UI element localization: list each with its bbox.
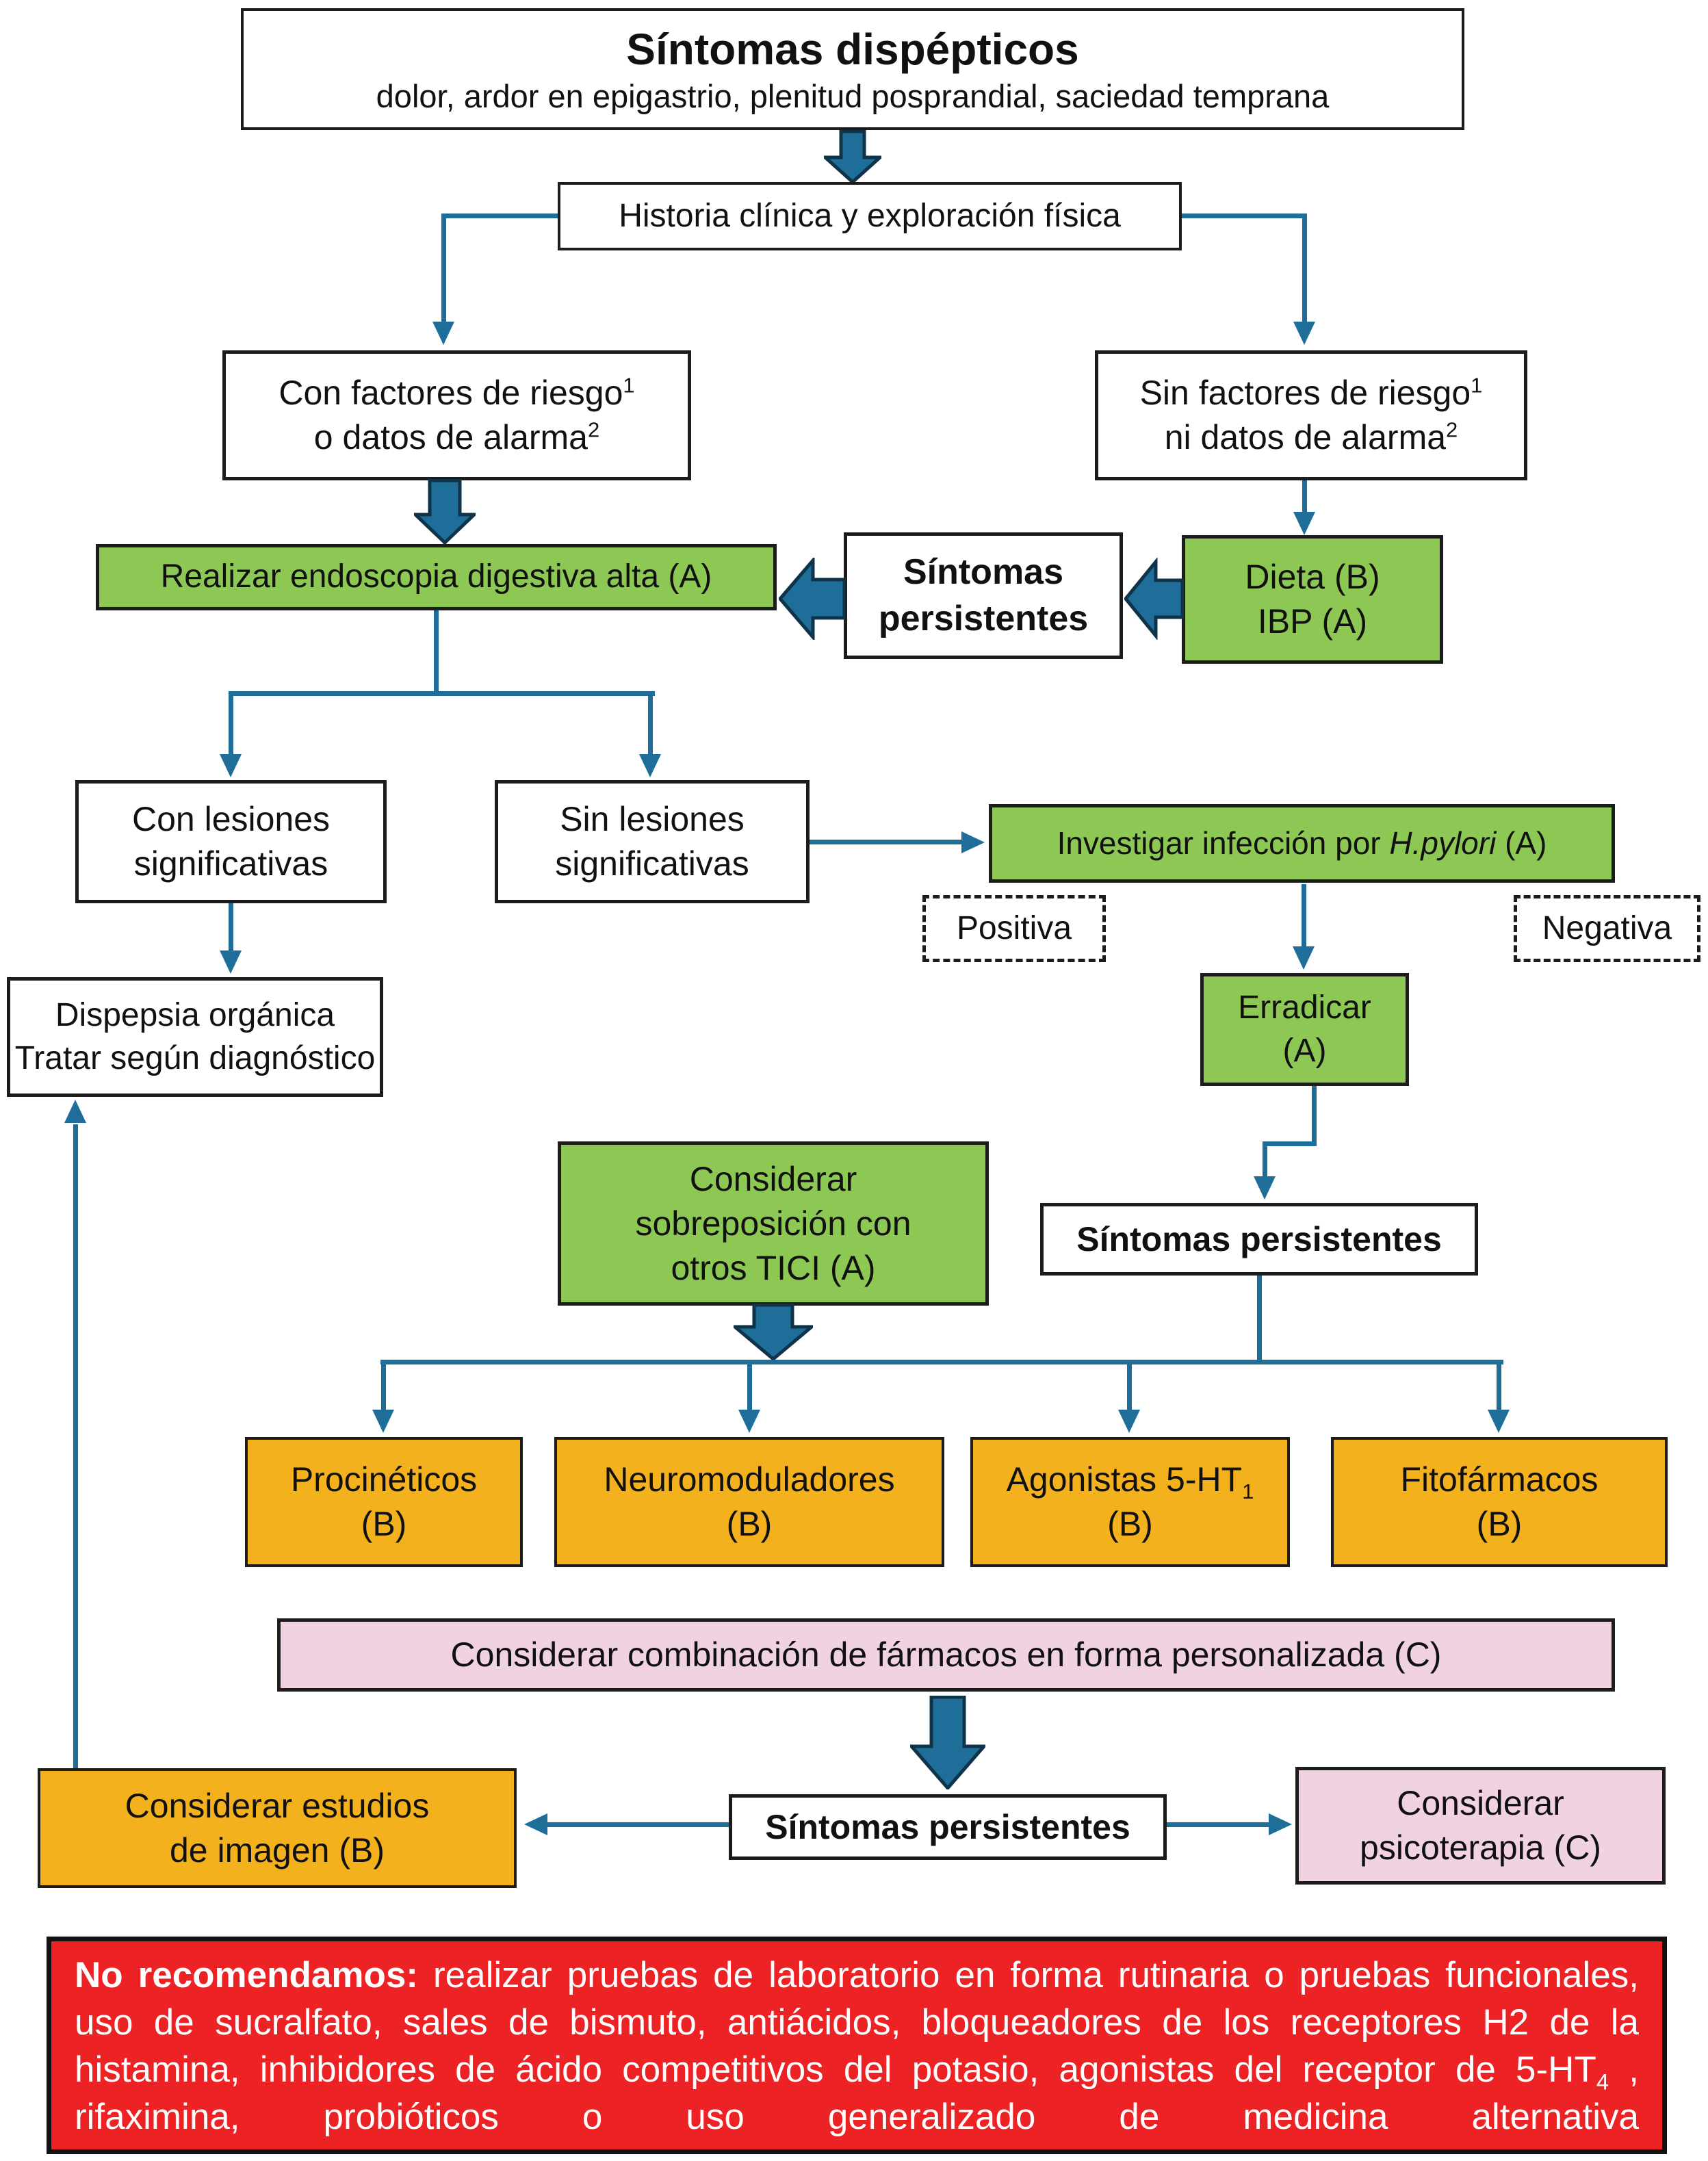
- big-arrow-down-icon: [414, 479, 476, 544]
- node-sintomas-persistentes-2: Síntomas persistentes: [1040, 1203, 1478, 1276]
- node-sobreposicion-tici: Considerar sobreposición con otros TICI …: [558, 1141, 989, 1306]
- connector-line: [1263, 1141, 1267, 1179]
- node-neuromoduladores: Neuromoduladores (B): [554, 1437, 944, 1567]
- arrowhead-down: [1488, 1410, 1510, 1433]
- node-sin-factores-riesgo: Sin factores de riesgo1 ni datos de alar…: [1095, 350, 1527, 480]
- connector-line: [229, 691, 655, 696]
- node-no-recomendamos: No recomendamos: realizar pruebas de lab…: [47, 1937, 1667, 2154]
- node-agonistas-5ht1: Agonistas 5-HT1 (B): [970, 1437, 1290, 1567]
- node-procineticos: Procinéticos (B): [245, 1437, 523, 1567]
- connector-line: [1497, 1362, 1501, 1412]
- arrowhead-right: [1269, 1813, 1292, 1835]
- node-fitofarmacos: Fitofármacos (B): [1331, 1437, 1668, 1567]
- node-erradicar: Erradicar (A): [1200, 973, 1409, 1086]
- node-dieta-ibp: Dieta (B) IBP (A): [1182, 535, 1443, 664]
- connector-line: [810, 840, 965, 844]
- connector-line: [434, 610, 439, 694]
- connector-line: [648, 691, 653, 757]
- connector-line: [1302, 480, 1307, 515]
- arrowhead-down: [1293, 946, 1315, 970]
- arrowhead-down: [639, 754, 661, 777]
- node-endoscopia: Realizar endoscopia digestiva alta (A): [96, 544, 777, 610]
- connector-line: [1182, 213, 1306, 218]
- arrowhead-down: [1254, 1176, 1276, 1200]
- warning-text: No recomendamos: realizar pruebas de lab…: [75, 1955, 1639, 2137]
- node-dispepsia-organica: Dispepsia orgánica Tratar según diagnóst…: [7, 977, 383, 1097]
- connector-line: [1257, 1276, 1262, 1363]
- arrowhead-left: [524, 1813, 547, 1835]
- big-arrow-down-icon: [824, 130, 881, 183]
- arrowhead-down: [220, 950, 242, 974]
- node-positiva: Positiva: [922, 895, 1106, 962]
- connector-line: [73, 1124, 78, 1768]
- connector-line: [229, 691, 233, 757]
- connector-line: [229, 903, 233, 953]
- big-arrow-left-icon: [1124, 558, 1184, 640]
- big-arrow-down-icon: [734, 1304, 813, 1360]
- connector-line: [747, 1362, 752, 1412]
- node-con-lesiones: Con lesiones significativas: [75, 780, 387, 903]
- arrowhead-right: [961, 831, 985, 853]
- arrowhead-down: [372, 1410, 394, 1433]
- node-sintomas-dispepticos: Síntomas dispépticos dolor, ardor en epi…: [241, 8, 1464, 130]
- arrowhead-down: [738, 1410, 760, 1433]
- node-con-factores-riesgo: Con factores de riesgo1 o datos de alarm…: [222, 350, 691, 480]
- node-estudios-imagen: Considerar estudios de imagen (B): [38, 1768, 517, 1888]
- arrowhead-down: [1293, 322, 1315, 345]
- page-subtitle: dolor, ardor en epigastrio, plenitud pos…: [376, 77, 1330, 114]
- arrowhead-down: [432, 322, 454, 345]
- node-historia-clinica: Historia clínica y exploración física: [558, 182, 1182, 250]
- connector-line: [1312, 1086, 1317, 1144]
- arrowhead-down: [1118, 1410, 1140, 1433]
- connector-line: [441, 213, 446, 324]
- connector-line: [381, 1362, 386, 1412]
- big-arrow-left-icon: [779, 558, 846, 640]
- connector-line: [1302, 884, 1306, 949]
- connector-line: [547, 1822, 729, 1827]
- node-sintomas-persistentes-3: Síntomas persistentes: [729, 1794, 1167, 1860]
- node-sintomas-persistentes-1: Síntomas persistentes: [844, 532, 1123, 659]
- node-negativa: Negativa: [1514, 895, 1700, 962]
- connector-line: [1167, 1822, 1270, 1827]
- arrowhead-up: [64, 1100, 86, 1123]
- connector-line: [380, 1360, 1503, 1364]
- page-title: Síntomas dispépticos: [626, 24, 1079, 74]
- arrowhead-down: [220, 754, 242, 777]
- connector-line: [1263, 1141, 1317, 1146]
- node-investigar-hpylori: Investigar infección por H.pylori (A): [989, 804, 1615, 883]
- arrowhead-down: [1293, 512, 1315, 535]
- connector-line: [1127, 1362, 1132, 1412]
- connector-line: [443, 213, 558, 218]
- node-psicoterapia: Considerar psicoterapia (C): [1295, 1767, 1666, 1885]
- big-arrow-down-icon: [910, 1696, 985, 1789]
- connector-line: [1302, 213, 1307, 324]
- node-combinacion-farmacos: Considerar combinación de fármacos en fo…: [277, 1618, 1615, 1692]
- node-sin-lesiones: Sin lesiones significativas: [495, 780, 810, 903]
